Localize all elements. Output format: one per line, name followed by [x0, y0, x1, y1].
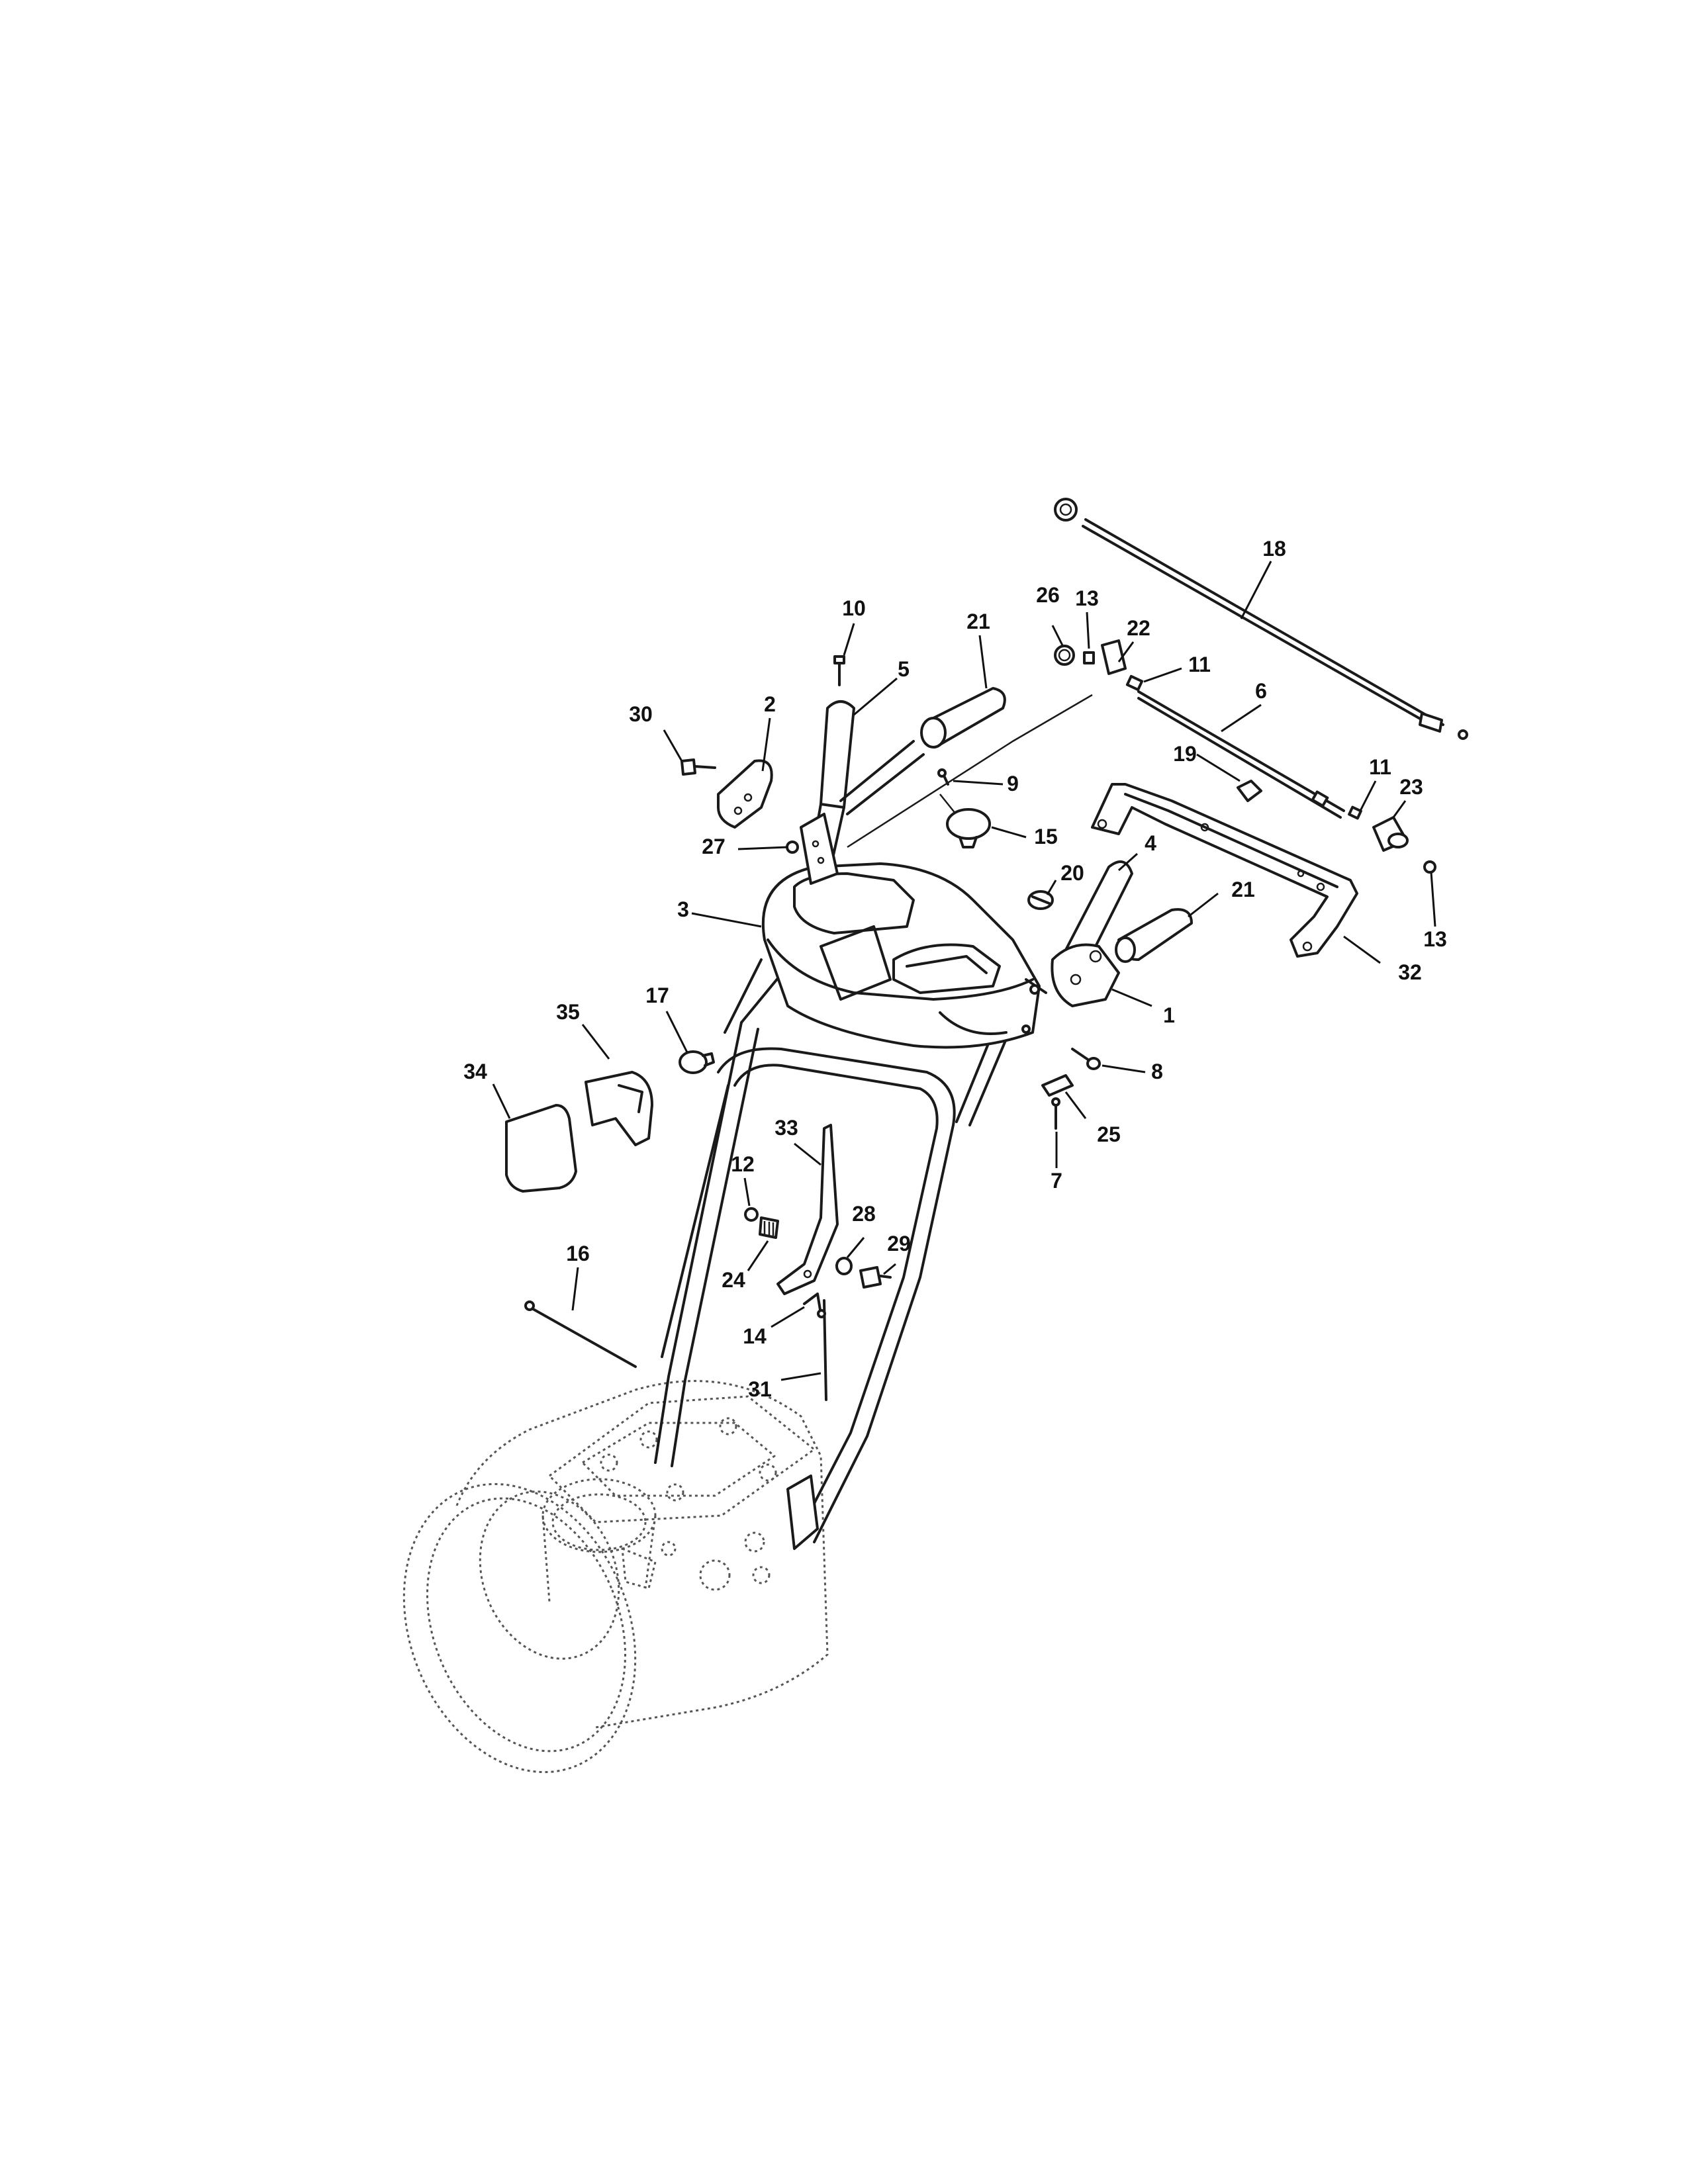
rod-31 — [803, 1293, 827, 1401]
callout-7: 7 — [1051, 1169, 1062, 1193]
callout-26: 26 — [1036, 583, 1060, 607]
screw-7 — [1051, 1097, 1060, 1130]
bracket-25 — [1041, 1074, 1074, 1097]
callout-11-lower: 11 — [1369, 755, 1391, 779]
auger-housing-outline — [402, 1380, 829, 1774]
callout-13-upper: 13 — [1075, 586, 1099, 610]
callout-15: 15 — [1034, 825, 1058, 848]
callout-10: 10 — [842, 596, 866, 620]
leader-lines — [492, 561, 1436, 1381]
screw-10 — [833, 655, 845, 686]
callout-21-left: 21 — [966, 610, 990, 633]
callout-2: 2 — [764, 692, 776, 716]
cable-end-fittings — [1054, 639, 1144, 692]
callout-33: 33 — [774, 1116, 798, 1140]
callout-6: 6 — [1255, 679, 1267, 703]
bracket-32 — [1091, 783, 1358, 958]
cable-6 — [1137, 690, 1345, 819]
callout-31: 31 — [748, 1377, 772, 1401]
console-dash — [761, 862, 1041, 1049]
bolt-8 — [1071, 1048, 1101, 1070]
washer-27 — [786, 841, 799, 854]
callout-23: 23 — [1399, 775, 1423, 799]
callout-9: 9 — [1007, 772, 1019, 796]
callout-labels: 1 2 3 4 5 6 7 8 9 10 11 11 12 13 13 14 1… — [463, 537, 1447, 1401]
callout-35: 35 — [556, 1000, 580, 1024]
callout-21-right: 21 — [1231, 878, 1255, 901]
bulb-17 — [679, 1050, 715, 1074]
right-control-handle — [1021, 860, 1133, 1034]
pivot-bracket — [717, 759, 773, 829]
callout-8: 8 — [1151, 1060, 1163, 1083]
knob-15 — [946, 808, 991, 848]
callout-25: 25 — [1097, 1122, 1121, 1146]
rod-18 — [1054, 498, 1468, 740]
callout-18: 18 — [1262, 537, 1286, 561]
callout-1: 1 — [1163, 1003, 1175, 1027]
callout-12: 12 — [731, 1152, 755, 1176]
bolt-30 — [680, 758, 716, 776]
callout-27: 27 — [702, 835, 726, 858]
cover-35 — [585, 1071, 653, 1146]
callout-34: 34 — [463, 1060, 487, 1083]
cable-end-23 — [1348, 805, 1436, 874]
callout-5: 5 — [898, 657, 910, 681]
callout-19: 19 — [1173, 742, 1197, 766]
callout-28: 28 — [852, 1202, 876, 1226]
screw-9 — [937, 768, 949, 786]
lever-33 — [776, 1124, 839, 1295]
callout-4: 4 — [1145, 831, 1156, 855]
fasteners-12-24-28-29 — [744, 1207, 892, 1289]
callout-16: 16 — [566, 1242, 590, 1265]
callout-22: 22 — [1127, 616, 1150, 640]
callout-3: 3 — [677, 897, 689, 921]
left-control-handle — [800, 700, 855, 885]
callout-11-upper: 11 — [1188, 653, 1211, 676]
cable-tie-16 — [524, 1300, 637, 1368]
callout-30: 30 — [629, 702, 653, 726]
callout-20: 20 — [1060, 861, 1084, 885]
right-grip — [1115, 908, 1193, 963]
callout-13-lower: 13 — [1423, 927, 1447, 951]
callout-14: 14 — [743, 1324, 767, 1348]
lower-handle-frame — [654, 958, 1008, 1550]
callout-29: 29 — [887, 1232, 911, 1255]
left-grip — [839, 687, 1093, 848]
callout-17: 17 — [645, 983, 669, 1007]
callout-32: 32 — [1398, 960, 1422, 984]
callout-24: 24 — [722, 1268, 745, 1292]
clip-20 — [1027, 890, 1054, 910]
clip-19 — [1237, 780, 1262, 802]
plate-34 — [505, 1104, 577, 1193]
